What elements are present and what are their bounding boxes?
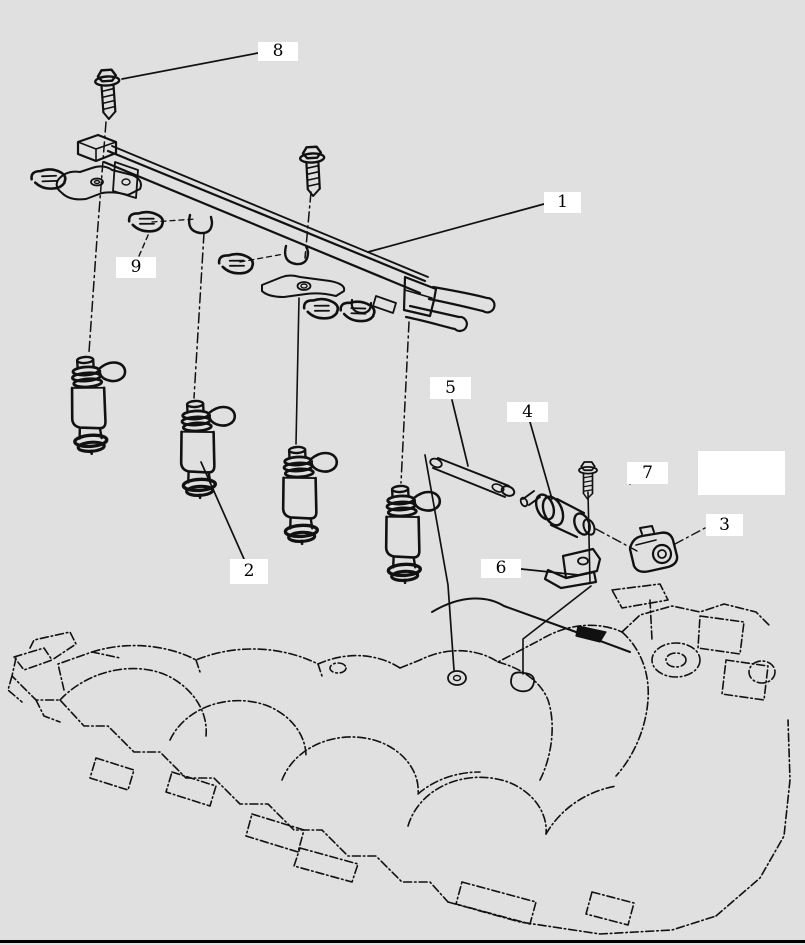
fuel-injector-4 (381, 482, 446, 586)
empty-label-box (698, 451, 785, 495)
leader-9 (138, 232, 150, 257)
callout-4[interactable]: 4 (507, 402, 548, 422)
map-sensor (595, 525, 706, 574)
fuel-injector-1 (66, 352, 133, 457)
callout-5[interactable]: 5 (430, 377, 471, 399)
leader-2 (200, 461, 245, 560)
callout-6[interactable]: 6 (481, 559, 521, 578)
intake-manifold-solid-edges (431, 597, 631, 653)
callout-1[interactable]: 1 (544, 192, 581, 213)
mounting-bolts (88, 67, 328, 353)
regulator-bolt (522, 461, 598, 675)
installation-guide-lines (424, 454, 535, 693)
fuel-rail (55, 133, 496, 332)
leader-1 (367, 203, 545, 253)
leader-6 (520, 568, 580, 576)
intake-manifold (7, 583, 791, 935)
callout-leader-lines (121, 52, 638, 576)
regulator-bracket (543, 547, 602, 590)
callout-8[interactable]: 8 (258, 42, 298, 61)
fuel-injector-3 (278, 443, 343, 547)
fuel-injector-2 (176, 397, 241, 501)
leader-8 (121, 52, 259, 80)
leader-5 (451, 399, 469, 467)
callout-9[interactable]: 9 (116, 257, 156, 278)
callout-3[interactable]: 3 (706, 514, 743, 536)
callout-7[interactable]: 7 (627, 462, 668, 484)
fuel-injectors (66, 352, 446, 586)
leader-4 (529, 421, 553, 500)
callout-2[interactable]: 2 (230, 559, 268, 584)
assembly-axis-lines (151, 218, 410, 484)
pressure-regulator (519, 490, 596, 539)
fuel-tube (429, 457, 516, 498)
page-border-bottom (0, 940, 805, 943)
